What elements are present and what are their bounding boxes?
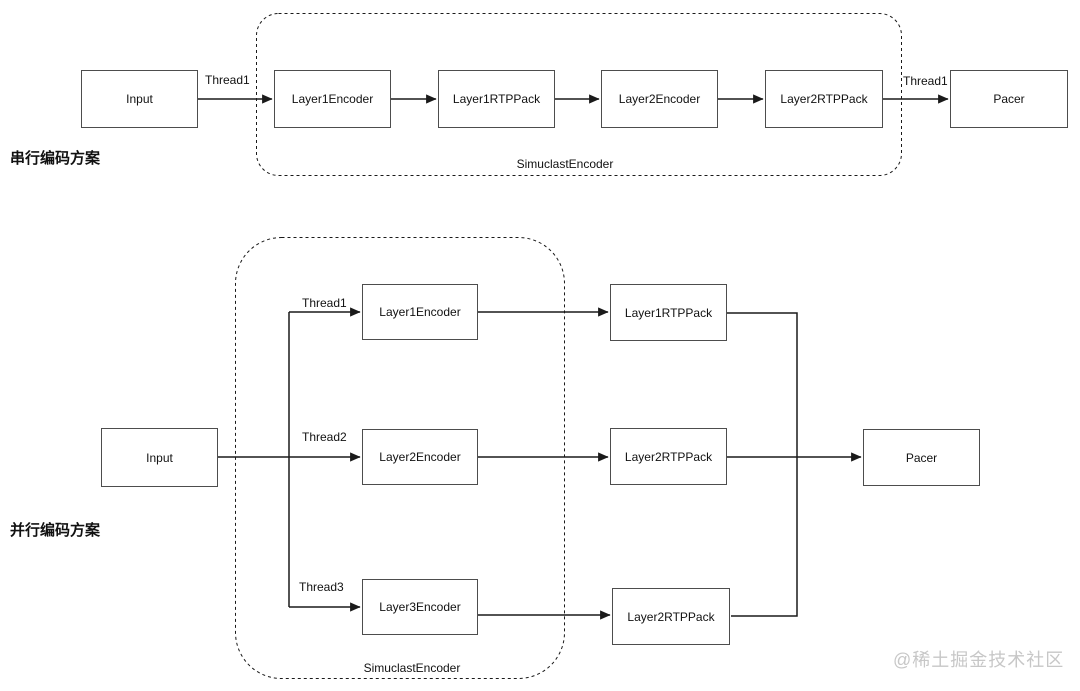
parallel-layer1-encoder-node: Layer1Encoder [362,284,478,340]
parallel-thread3-label: Thread3 [299,580,344,594]
serial-layer1-encoder-node: Layer1Encoder [274,70,391,128]
serial-input-thread-label: Thread1 [205,73,250,87]
parallel-thread1-label: Thread1 [302,296,347,310]
parallel-group-label: SimuclastEncoder [363,661,461,675]
parallel-layer3-encoder-node: Layer3Encoder [362,579,478,635]
parallel-thread2-label: Thread2 [302,430,347,444]
parallel-pacer-node: Pacer [863,429,980,486]
parallel-edges [218,307,862,620]
serial-input-node: Input [81,70,198,128]
serial-simulcast-group-border [256,13,902,176]
parallel-simulcast-group-border [235,237,565,679]
parallel-layer1-rtppack-node: Layer1RTPPack [610,284,727,341]
serial-layer2-encoder-node: Layer2Encoder [601,70,718,128]
parallel-layer3-rtppack-node: Layer2RTPPack [612,588,730,645]
parallel-layer2-rtppack-node: Layer2RTPPack [610,428,727,485]
serial-layer2-rtppack-node: Layer2RTPPack [765,70,883,128]
parallel-layer2-encoder-node: Layer2Encoder [362,429,478,485]
serial-layer1-rtppack-node: Layer1RTPPack [438,70,555,128]
site-watermark: @稀土掘金技术社区 [893,650,1065,670]
serial-output-thread-label: Thread1 [903,74,948,88]
parallel-input-node: Input [101,428,218,487]
serial-scheme-title: 串行编码方案 [10,150,101,167]
parallel-scheme-title: 并行编码方案 [10,522,101,539]
serial-group-label: SimuclastEncoder [516,157,614,171]
serial-pacer-node: Pacer [950,70,1068,128]
